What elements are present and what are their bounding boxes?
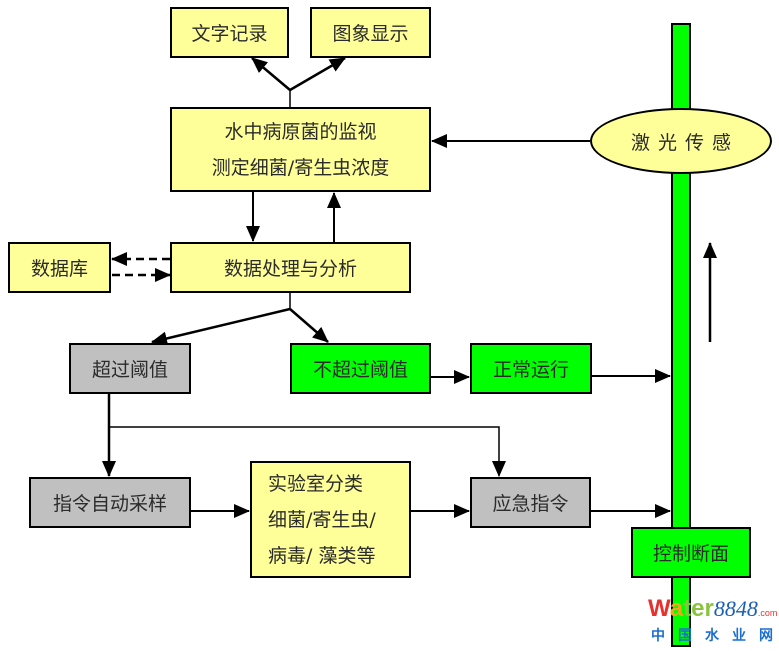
watermark-com: .com [757,608,778,618]
node-monitoring: 水中病原菌的监视 测定细菌/寄生虫浓度 [170,107,431,192]
edge-to-not-exceed [289,308,329,343]
node-lab-line-1: 实验室分类 [268,472,364,495]
watermark-brand: Water8848.com [648,596,779,626]
edge-to-image-display [289,56,346,92]
node-exceed-threshold-label: 超过阈值 [91,359,168,381]
node-data-processing-label: 数据处理与分析 [223,258,357,280]
node-monitoring-line-1: 水中病原菌的监视 [224,120,377,143]
node-database: 数据库 [8,242,111,293]
node-normal-operation-label: 正常运行 [492,359,569,381]
node-emergency-command: 应急指令 [470,477,591,528]
node-data-processing: 数据处理与分析 [170,242,411,293]
node-auto-sampling: 指令自动采样 [29,477,191,528]
watermark-w: W [648,595,670,622]
edge-exceed-to-emergency [109,426,506,477]
node-monitoring-line-2: 测定细菌/寄生虫浓度 [211,156,390,179]
node-database-label: 数据库 [30,258,88,280]
node-auto-sampling-label: 指令自动采样 [52,493,167,515]
watermark-subtitle: 中国水业网 [651,628,779,644]
watermark-number: 8848 [713,596,758,621]
river-bar [671,23,691,647]
node-not-exceed-threshold: 不超过阈值 [290,343,431,394]
node-image-display-label: 图象显示 [332,23,409,45]
node-control-section: 控制断面 [631,527,751,578]
node-lab-classification: 实验室分类 细菌/寄生虫/ 病毒/ 藻类等 [250,461,411,578]
node-image-display: 图象显示 [310,7,431,58]
node-lab-line-2: 细菌/寄生虫/ [268,508,376,531]
edge-to-exceed [151,307,291,346]
node-lab-line-3: 病毒/ 藻类等 [268,544,376,567]
watermark-ter: ter [683,595,714,622]
node-emergency-command-label: 应急指令 [492,493,569,515]
node-laser-sensor: 激光传感 [590,108,772,174]
watermark-logo: Water8848.com 中国水业网 [648,596,779,648]
node-text-record: 文字记录 [170,7,289,58]
watermark-a: a [669,595,684,622]
node-exceed-threshold: 超过阈值 [69,343,191,394]
node-not-exceed-threshold-label: 不超过阈值 [312,359,408,381]
node-normal-operation: 正常运行 [470,343,592,394]
node-text-record-label: 文字记录 [191,23,268,45]
node-control-section-label: 控制断面 [652,543,729,565]
edge-to-text-record [251,57,291,91]
node-laser-sensor-label: 激光传感 [630,131,739,154]
